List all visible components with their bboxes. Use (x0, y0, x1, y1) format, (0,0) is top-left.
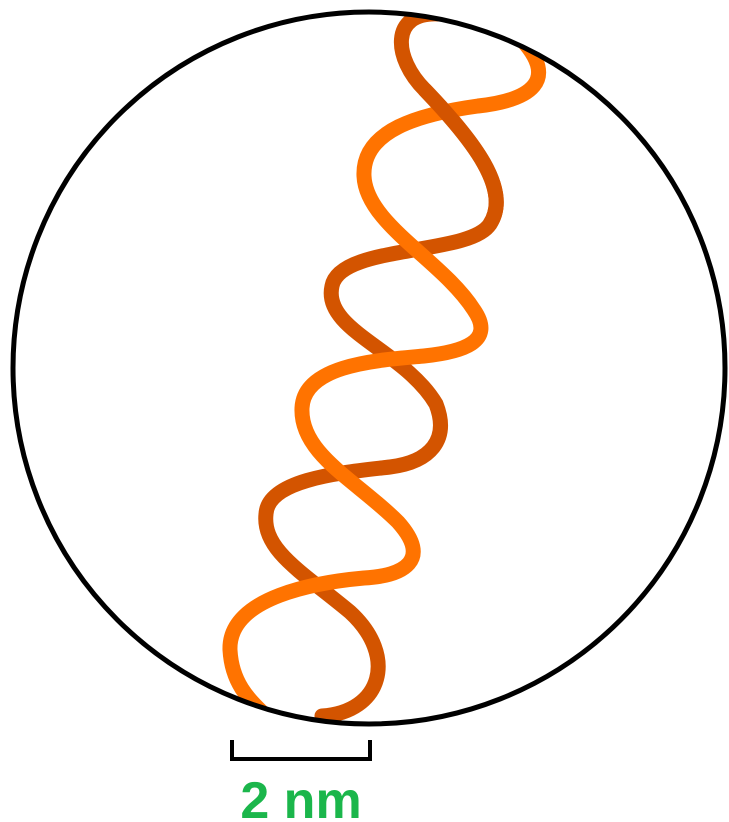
light-strand (230, 40, 539, 718)
scale-bar-label: 2 nm (240, 772, 361, 822)
scale-bar (232, 740, 370, 759)
helix-group (230, 14, 539, 718)
